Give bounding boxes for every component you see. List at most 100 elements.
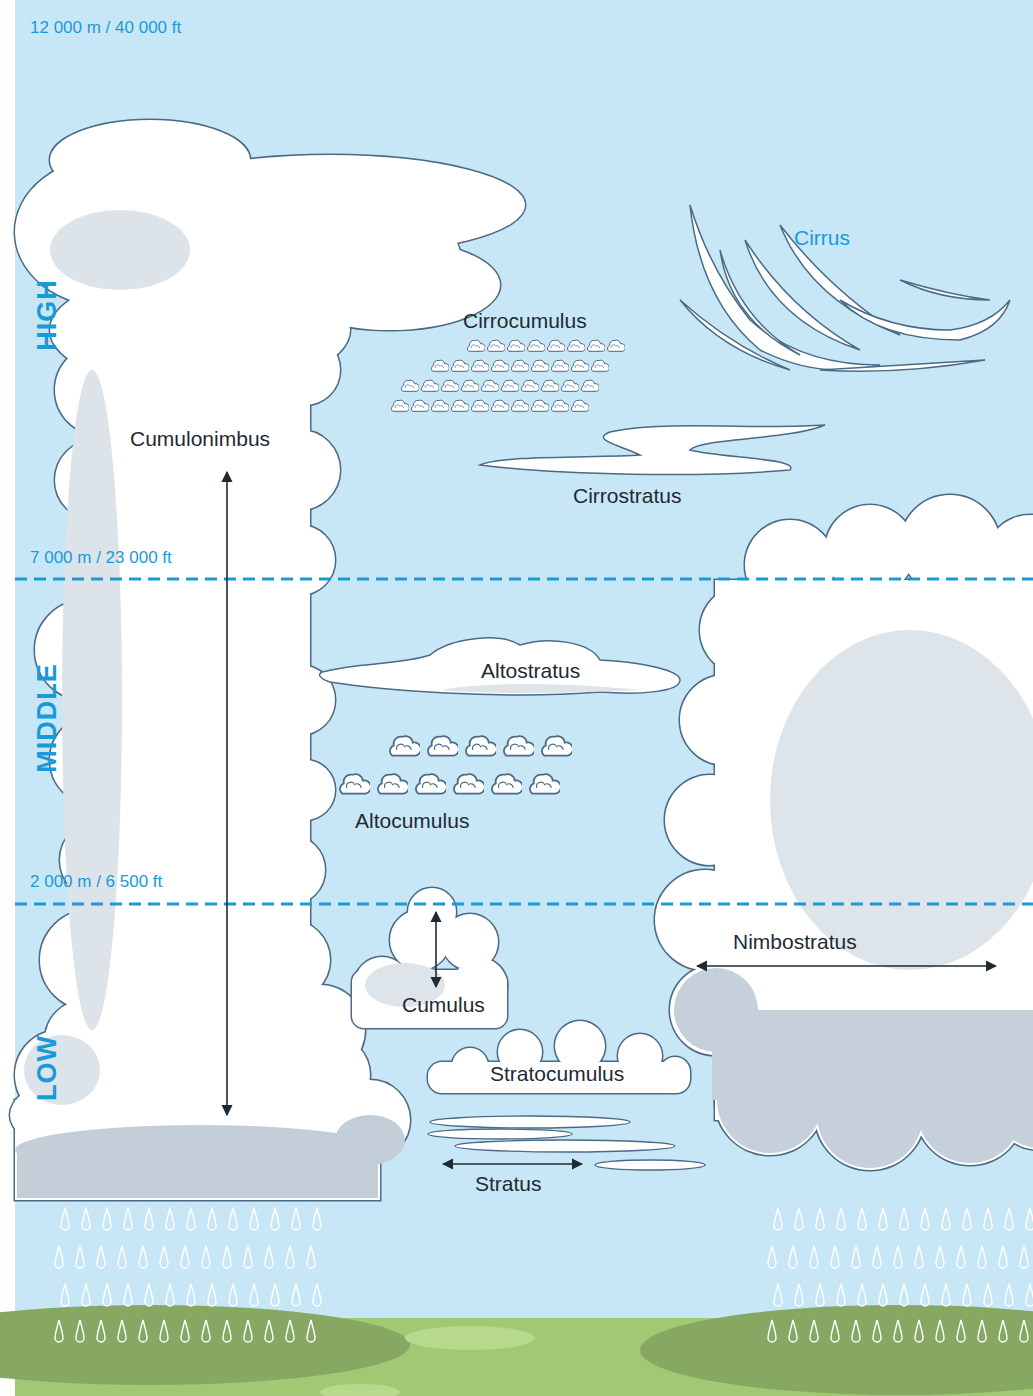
rain [286,1246,294,1268]
altocumulus-cloud [340,774,371,794]
rain [229,1284,237,1306]
rain [900,1284,908,1306]
altocumulus-cloud [504,736,535,756]
rain [208,1208,216,1230]
cirrocumulus-cloud [481,380,499,391]
rain [265,1320,273,1342]
stratus-cloud [430,1116,630,1128]
stratus-cloud [428,1116,705,1170]
rain [145,1284,153,1306]
rain [97,1320,105,1342]
rain [166,1284,174,1306]
rain [963,1208,971,1230]
cirrocumulus-cloud [431,360,449,371]
rain [894,1246,902,1268]
cirrocumulus-cloud [591,360,609,371]
nimbostratus-cloud [655,495,1033,1170]
rain [768,1246,776,1268]
altocumulus-cloud [542,736,573,756]
cloud-name: Stratocumulus [490,1062,624,1086]
extent-arrow [697,965,996,967]
rain [55,1208,321,1342]
cirrocumulus-cloud [511,400,529,411]
cirrocumulus-cloud [487,340,505,351]
rain [831,1320,839,1342]
level-label: MIDDLE [32,663,63,773]
rain [1020,1320,1028,1342]
altitude-label: 7 000 m / 23 000 ft [30,548,172,568]
nimbostratus-cloud [717,1047,823,1153]
cirrocumulus-cloud [431,400,449,411]
rain [292,1284,300,1306]
altocumulus-cloud [492,774,523,794]
rain [936,1320,944,1342]
rain [271,1284,279,1306]
cirrocumulus-cloud [511,360,529,371]
rain [879,1284,887,1306]
cirrocumulus-cloud [471,360,489,371]
rain [894,1320,902,1342]
rain [852,1246,860,1268]
cirrocumulus-cloud [501,380,519,391]
rain [307,1246,315,1268]
stratocumulus-cloud [428,1021,690,1093]
cloud-name: Cirrus [794,226,850,250]
nimbostratus-cloud [817,1062,923,1168]
rain [858,1284,866,1306]
cirrocumulus-cloud [491,400,509,411]
cirrus-cloud [820,360,985,371]
cloud-name: Altocumulus [355,809,469,833]
cirrocumulus-cloud [461,380,479,391]
cirrus-cloud [680,300,790,370]
altocumulus-cloud [428,736,459,756]
cirrus-cloud [900,280,990,300]
level-label: LOW [32,1035,63,1101]
altocumulus-cloud [378,774,409,794]
cirrocumulus-cloud [567,340,585,351]
rain [313,1208,321,1230]
cirrocumulus-cloud [581,380,599,391]
altostratus-cloud [320,638,680,695]
cumulus-cloud [352,888,507,1028]
ground [320,1384,400,1396]
rain [1026,1284,1033,1306]
cirrocumulus-cloud [561,380,579,391]
rain [1020,1246,1028,1268]
altocumulus-cloud [466,736,497,756]
rain [873,1320,881,1342]
rain [76,1320,84,1342]
cumulonimbus-cloud [15,1115,405,1198]
rain [984,1208,992,1230]
cirrocumulus-cloud [521,380,539,391]
rain [1005,1284,1013,1306]
rain [789,1320,797,1342]
ground [405,1326,535,1350]
rain [984,1284,992,1306]
cloud-name: Cumulonimbus [130,427,270,451]
nimbostratus-cloud [674,968,1033,1168]
level-divider [15,903,1033,906]
rain [160,1320,168,1342]
rain [942,1208,950,1230]
cumulus-cloud [352,888,507,1028]
altocumulus-cloud [416,774,447,794]
rain [292,1208,300,1230]
rain [810,1320,818,1342]
rain [286,1320,294,1342]
rain [936,1246,944,1268]
rain [915,1320,923,1342]
altitude-label: 2 000 m / 6 500 ft [30,872,162,892]
rain [244,1320,252,1342]
rain [97,1246,105,1268]
cirrocumulus-cloud [551,400,569,411]
cumulonimbus-cloud [24,1035,100,1105]
rain [139,1320,147,1342]
rain [229,1208,237,1230]
rain [55,1320,63,1342]
cirrus-cloud [780,225,900,335]
rain [999,1320,1007,1342]
ground [0,1305,1033,1396]
rain [900,1208,908,1230]
extent-arrow [226,472,228,1115]
